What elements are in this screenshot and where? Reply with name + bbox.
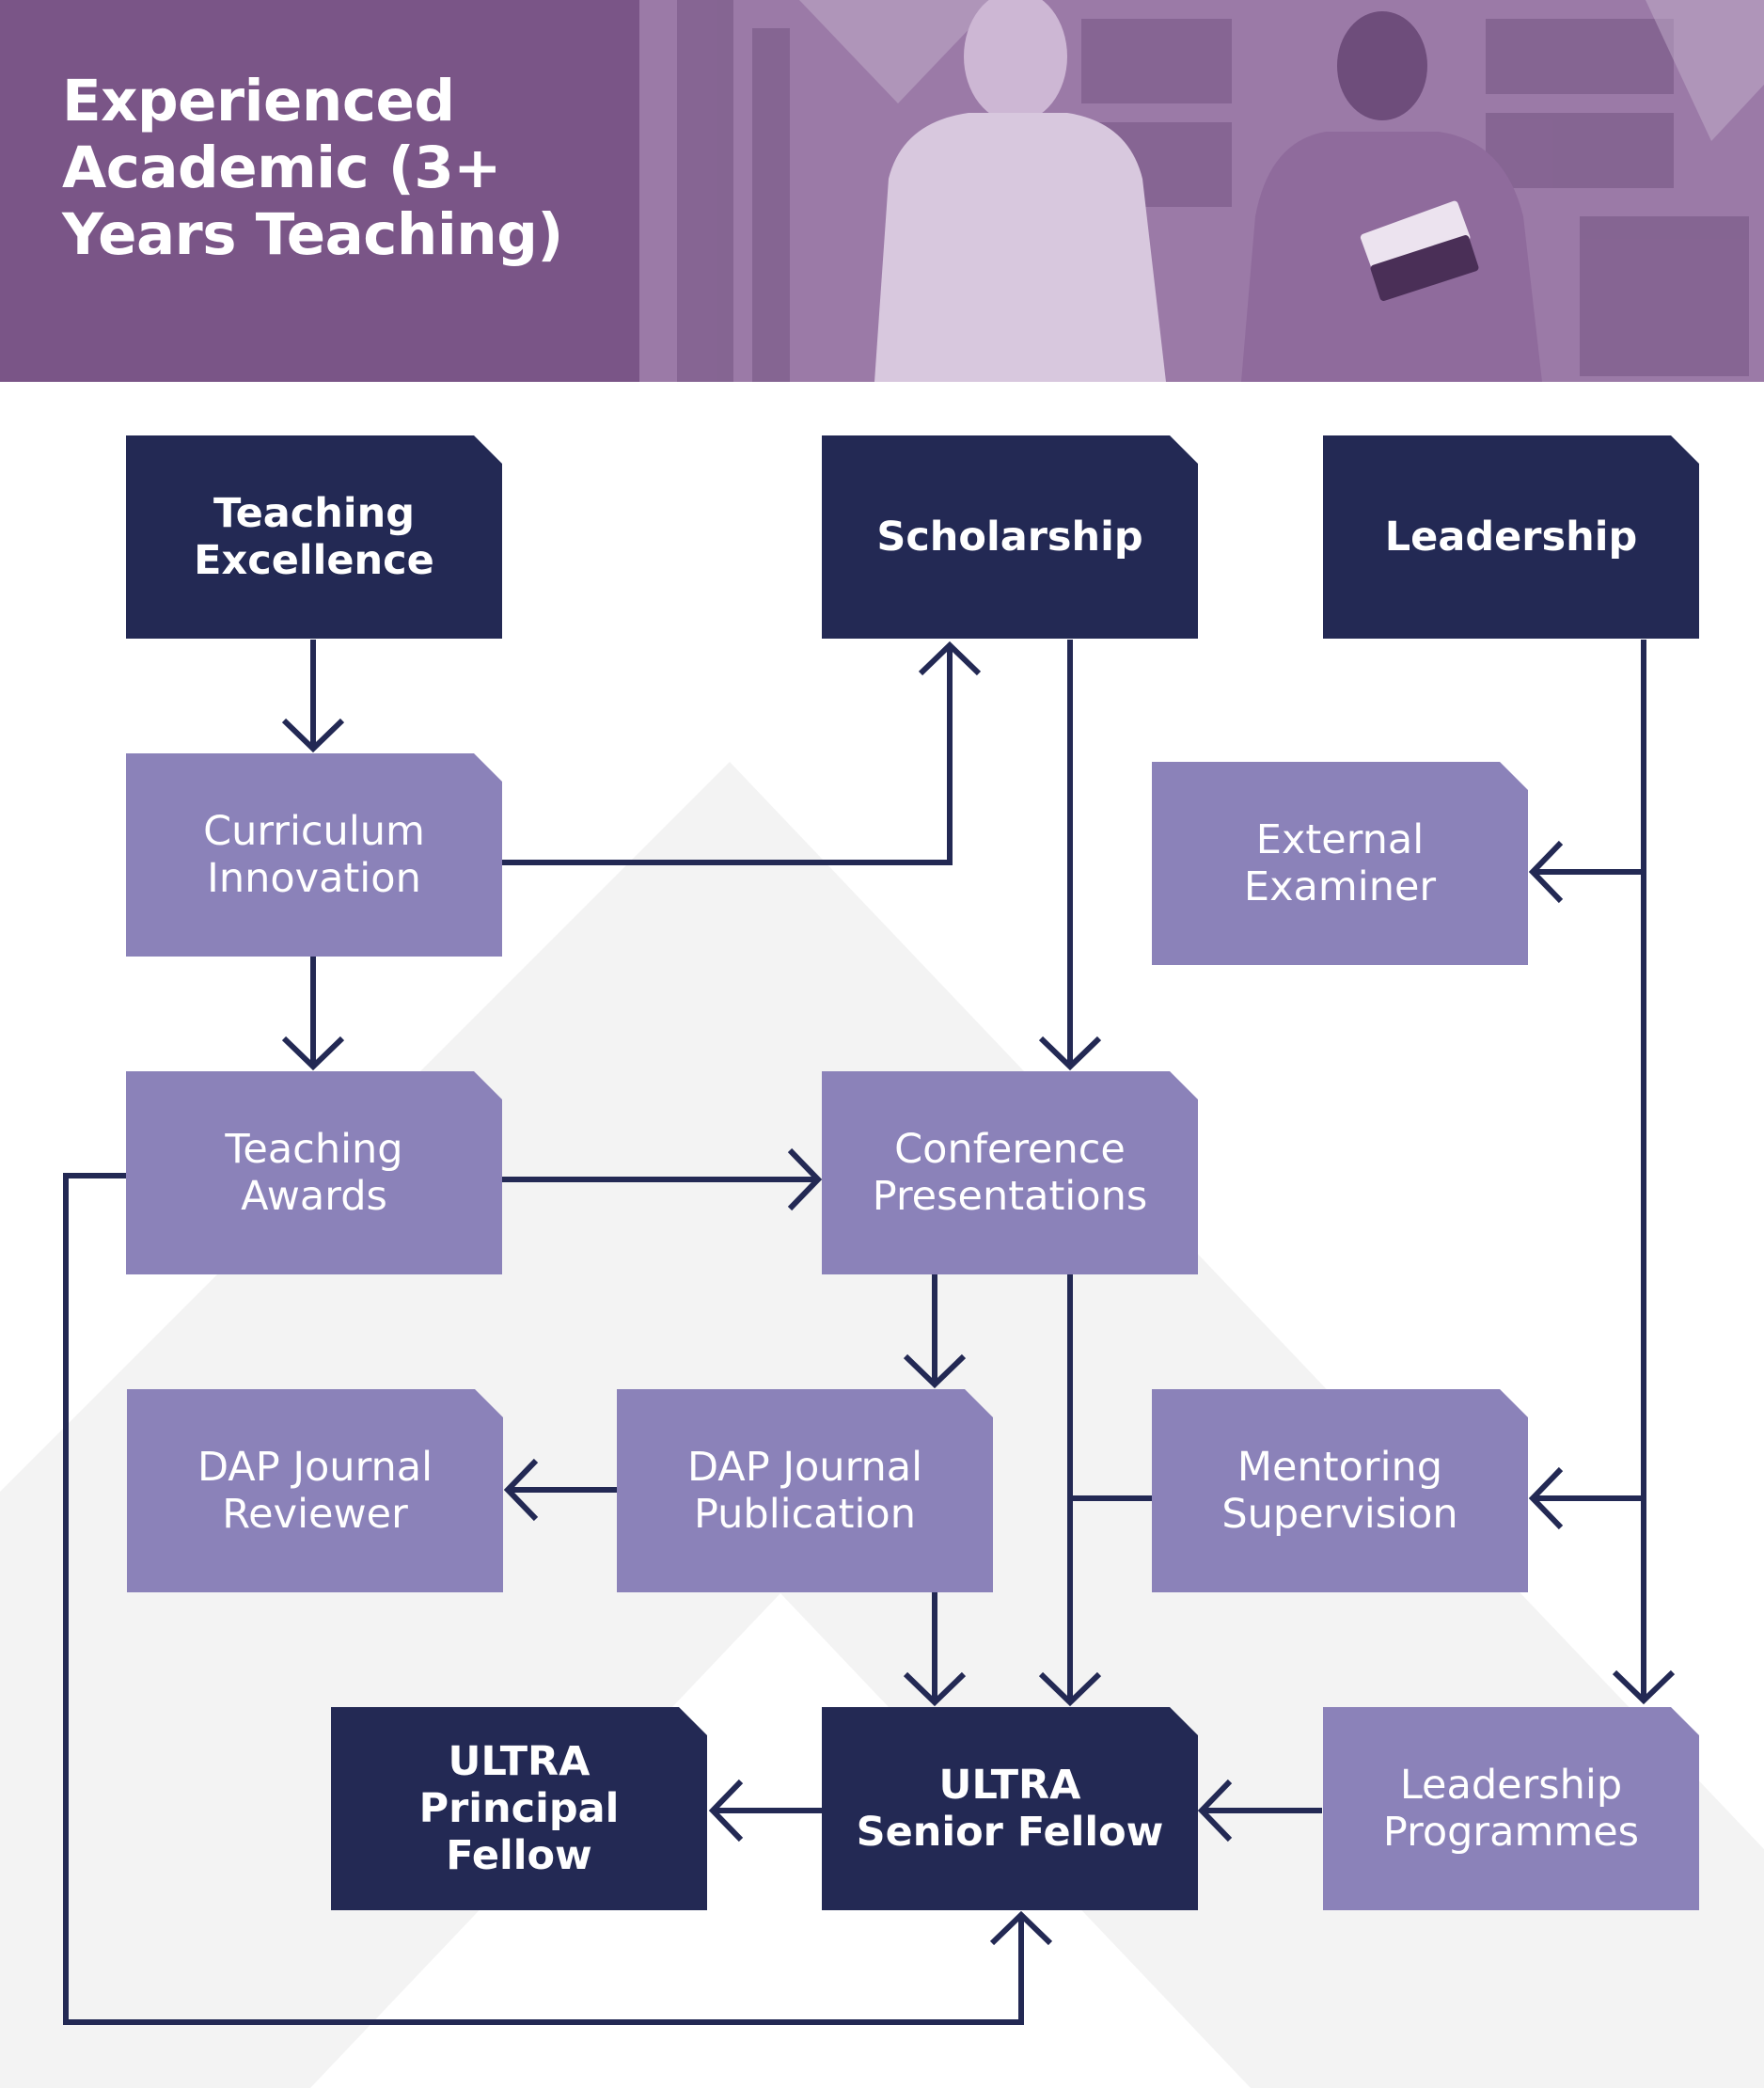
node-label: DAP Journal Reviewer (197, 1444, 433, 1538)
node-dap-journal-reviewer: DAP Journal Reviewer (127, 1389, 503, 1592)
node-label: DAP Journal Publication (686, 1444, 923, 1538)
node-teaching-excellence: Teaching Excellence (126, 435, 502, 639)
node-mentoring-supervision: Mentoring Supervision (1152, 1389, 1528, 1592)
page-title: Experienced Academic (3+ Years Teaching) (62, 68, 563, 268)
node-conference-presentations: Conference Presentations (822, 1071, 1198, 1274)
node-leadership: Leadership (1323, 435, 1699, 639)
node-label: Teaching Awards (225, 1126, 403, 1220)
node-leadership-programmes: Leadership Programmes (1323, 1707, 1699, 1910)
node-label: Leadership (1384, 514, 1638, 561)
header-banner: Experienced Academic (3+ Years Teaching) (0, 0, 1764, 382)
node-external-examiner: External Examiner (1152, 762, 1528, 965)
node-label: Conference Presentations (872, 1126, 1148, 1220)
node-label: Scholarship (876, 514, 1143, 561)
person-left (874, 0, 1166, 382)
node-teaching-awards: Teaching Awards (126, 1071, 502, 1274)
node-label: Mentoring Supervision (1221, 1444, 1458, 1538)
node-label: Teaching Excellence (194, 490, 434, 584)
node-label: ULTRA Principal Fellow (418, 1738, 620, 1879)
node-label: ULTRA Senior Fellow (856, 1762, 1164, 1856)
node-label: Curriculum Innovation (203, 808, 425, 902)
node-ultra-principal-fellow: ULTRA Principal Fellow (331, 1707, 707, 1910)
node-label: Leadership Programmes (1382, 1762, 1640, 1856)
node-label: External Examiner (1243, 816, 1437, 910)
node-curriculum-innovation: Curriculum Innovation (126, 753, 502, 957)
node-ultra-senior-fellow: ULTRA Senior Fellow (822, 1707, 1198, 1910)
node-dap-journal-publication: DAP Journal Publication (617, 1389, 993, 1592)
header-photo (639, 0, 1764, 382)
person-right (1241, 11, 1542, 382)
node-scholarship: Scholarship (822, 435, 1198, 639)
